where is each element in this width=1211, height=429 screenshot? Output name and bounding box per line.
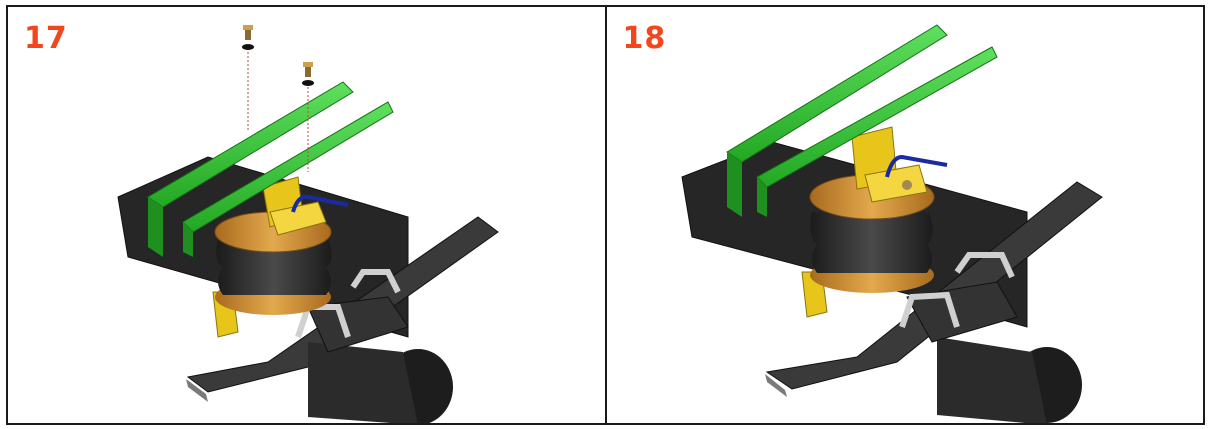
washer-icon xyxy=(302,80,314,86)
air-spring-assembly-illustration xyxy=(680,24,1103,423)
step-number: 17 xyxy=(24,21,68,56)
step-number: 18 xyxy=(622,21,667,56)
step-panel-18: 18 xyxy=(604,7,1204,423)
bolt-icon xyxy=(901,180,912,190)
step-panel-17: 17 xyxy=(8,7,605,423)
u-bolt xyxy=(295,304,351,338)
air-line xyxy=(291,194,349,213)
air-spring-assembly-illustration xyxy=(117,25,499,423)
bolt-icon xyxy=(303,62,313,77)
instruction-frame: 17 xyxy=(6,5,1205,425)
washer-icon xyxy=(242,44,254,50)
bolt-icon xyxy=(243,25,253,40)
